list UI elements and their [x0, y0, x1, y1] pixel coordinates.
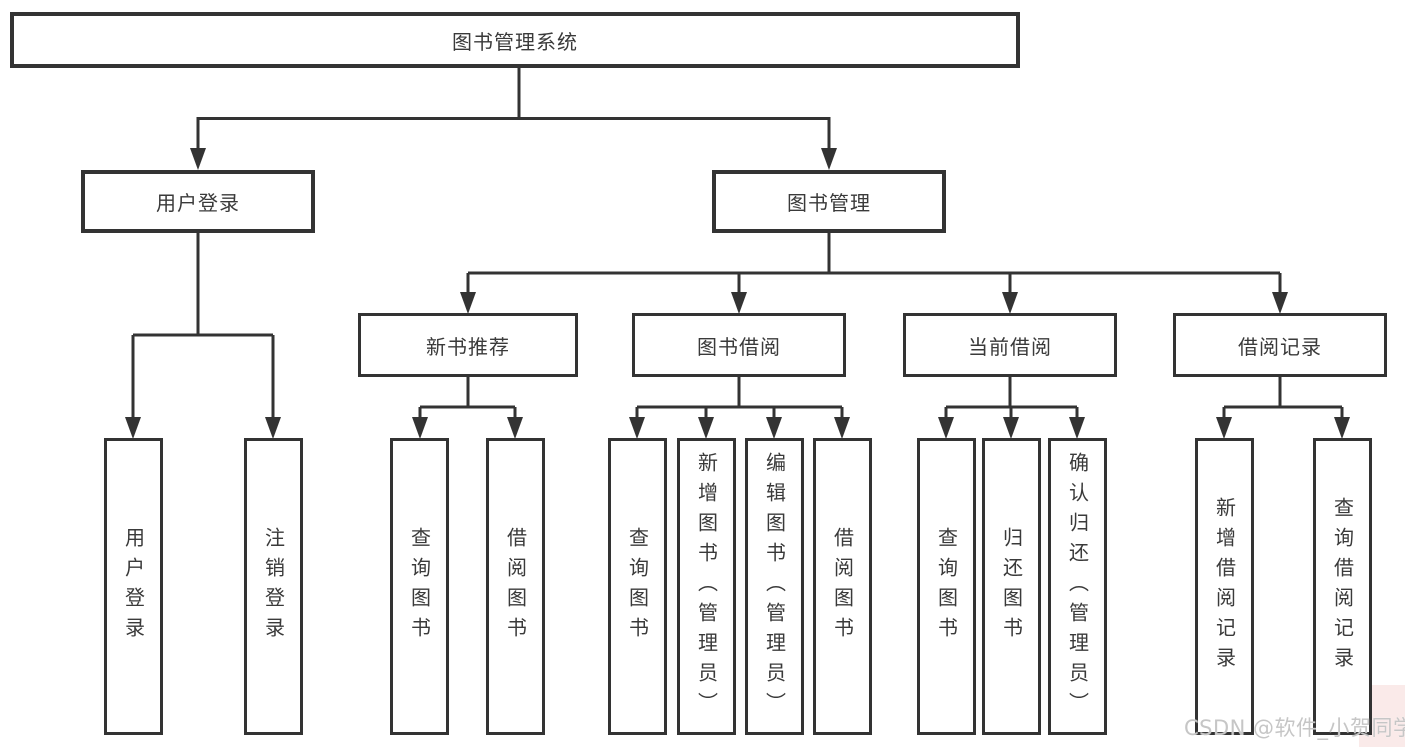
node-library-management-system: 图书管理系统	[10, 12, 1020, 68]
leaf-borrow-query-book: 查询图书	[608, 438, 667, 735]
leaf-add-borrow-record: 新增借阅记录	[1195, 438, 1254, 735]
node-new-book-recommend: 新书推荐	[358, 313, 578, 377]
node-label: 查询图书	[407, 526, 432, 647]
leaf-logout: 注销登录	[244, 438, 303, 735]
leaf-recommend-query-book: 查询图书	[390, 438, 449, 735]
leaf-borrow-book: 借阅图书	[813, 438, 872, 735]
leaf-add-book-admin: 新增图书（管理员）	[677, 438, 736, 735]
node-label: 用户登录	[121, 526, 146, 647]
node-user-login: 用户登录	[81, 170, 315, 233]
leaf-current-query-book: 查询图书	[917, 438, 976, 735]
node-label: 确认归还（管理员）	[1065, 451, 1090, 722]
node-label: 借阅图书	[830, 526, 855, 647]
node-label: 借阅图书	[503, 526, 528, 647]
node-label: 注销登录	[261, 526, 286, 647]
node-label: 当前借阅	[968, 334, 1052, 359]
node-label: 归还图书	[999, 526, 1024, 647]
node-label: 新增借阅记录	[1212, 496, 1237, 677]
leaf-edit-book-admin: 编辑图书（管理员）	[745, 438, 804, 735]
node-label: 图书借阅	[697, 334, 781, 359]
node-book-borrow: 图书借阅	[632, 313, 846, 377]
node-label: 编辑图书（管理员）	[762, 451, 787, 722]
leaf-confirm-return-admin: 确认归还（管理员）	[1048, 438, 1107, 735]
node-borrow-records: 借阅记录	[1173, 313, 1387, 377]
node-label: 查询图书	[934, 526, 959, 647]
node-label: 新增图书（管理员）	[694, 451, 719, 722]
node-label: 新书推荐	[426, 334, 510, 359]
node-current-borrow: 当前借阅	[903, 313, 1117, 377]
leaf-user-login: 用户登录	[104, 438, 163, 735]
connector-strokes	[131, 68, 1344, 419]
arrow-heads	[125, 148, 1350, 439]
node-label: 借阅记录	[1238, 334, 1322, 359]
node-book-management: 图书管理	[712, 170, 946, 233]
node-label: 图书管理系统	[452, 29, 578, 54]
node-label: 查询图书	[625, 526, 650, 647]
leaf-return-book: 归还图书	[982, 438, 1041, 735]
leaf-recommend-borrow-book: 借阅图书	[486, 438, 545, 735]
node-label: 查询借阅记录	[1330, 496, 1355, 677]
leaf-query-borrow-record: 查询借阅记录	[1313, 438, 1372, 735]
node-label: 用户登录	[156, 191, 240, 215]
node-label: 图书管理	[787, 191, 871, 215]
csdn-watermark: CSDN @软件_小贺同学	[1184, 716, 1405, 740]
